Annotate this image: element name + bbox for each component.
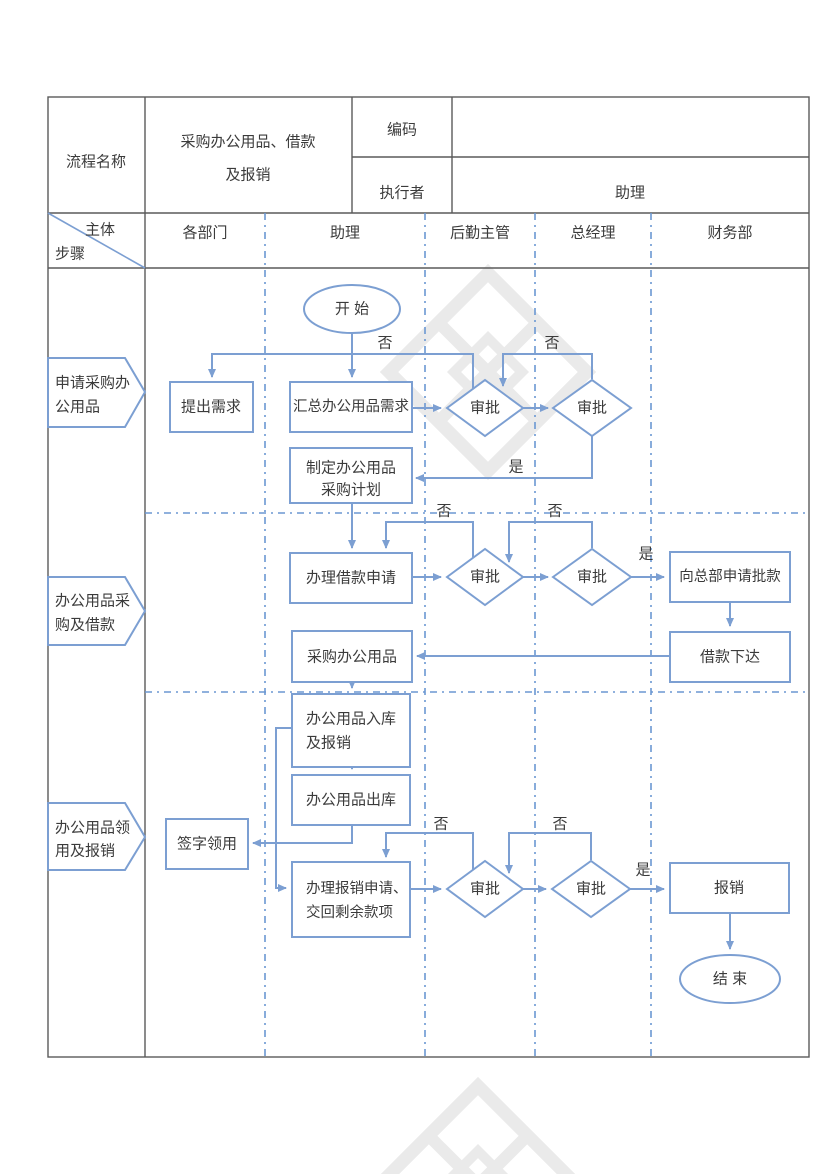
edges xyxy=(208,333,734,950)
row-label-purchase-loan-line1: 办公用品采 xyxy=(55,593,130,610)
node-hq-request-label: 向总部申请批款 xyxy=(679,568,781,585)
row-label-requisition: 办公用品领 用及报销 xyxy=(47,802,147,871)
node-approval-5-label: 审批 xyxy=(470,881,500,898)
edge-label-no-5: 否 xyxy=(433,816,448,833)
executor-label: 执行者 xyxy=(379,185,424,202)
lane-header-assistant: 助理 xyxy=(330,225,360,242)
node-plan-label-line2: 采购计划 xyxy=(321,482,381,499)
node-end: 结 束 xyxy=(679,954,781,1004)
node-plan-label-line1: 制定办公用品 xyxy=(306,460,396,477)
lane-header-logistics: 后勤主管 xyxy=(450,225,510,242)
node-end-label: 结 束 xyxy=(713,971,747,988)
row-label-apply: 申请采购办 公用品 xyxy=(47,357,147,428)
node-outbound: 办公用品出库 xyxy=(291,774,411,826)
node-raise-demand-label: 提出需求 xyxy=(181,399,241,416)
node-approval-3: 审批 xyxy=(445,547,525,607)
node-reimburse-label: 报销 xyxy=(714,880,744,897)
node-start-label: 开 始 xyxy=(335,301,369,318)
node-approval-5: 审批 xyxy=(445,859,525,919)
code-label: 编码 xyxy=(387,122,417,139)
edge-outbound-to-sign xyxy=(252,825,353,847)
node-hq-request: 向总部申请批款 xyxy=(669,551,791,603)
node-reimburse: 报销 xyxy=(669,862,790,914)
node-approval-4-label: 审批 xyxy=(577,569,607,586)
edge-label-no-6: 否 xyxy=(552,816,567,833)
node-summarize: 汇总办公用品需求 xyxy=(289,381,413,433)
executor-value: 助理 xyxy=(615,185,645,202)
row-label-purchase-loan-line2: 购及借款 xyxy=(55,617,115,634)
node-start: 开 始 xyxy=(303,284,401,334)
lane-header-departments: 各部门 xyxy=(182,225,227,242)
node-reimb-request-label-line1: 办理报销申请、 xyxy=(306,880,408,897)
edge-no-approval4-return xyxy=(505,521,593,563)
node-loan-issue-label: 借款下达 xyxy=(700,649,760,666)
node-purchase-label: 采购办公用品 xyxy=(307,649,397,666)
node-approval-6-label: 审批 xyxy=(576,881,606,898)
node-approval-1: 审批 xyxy=(445,378,525,438)
edge-label-yes-2: 是 xyxy=(638,546,653,563)
edge-no-approval3-return xyxy=(382,521,474,558)
edge-label-yes-3: 是 xyxy=(635,862,650,879)
watermark-top xyxy=(379,263,597,481)
row-label-apply-line2: 公用品 xyxy=(55,399,100,416)
row-label-requisition-line2: 用及报销 xyxy=(55,843,115,860)
row-label-purchase-loan: 办公用品采 购及借款 xyxy=(47,576,147,646)
node-approval-3-label: 审批 xyxy=(470,569,500,586)
process-name-value-line2: 及报销 xyxy=(225,167,270,184)
node-sign-label: 签字领用 xyxy=(177,836,237,853)
edge-yes-to-plan xyxy=(415,436,593,482)
row-label-apply-line1: 申请采购办 xyxy=(55,375,130,392)
node-inbound: 办公用品入库 及报销 xyxy=(291,693,411,768)
edge-label-no-3: 否 xyxy=(436,503,451,520)
lane-header-finance: 财务部 xyxy=(707,225,752,242)
node-purchase: 采购办公用品 xyxy=(291,630,413,683)
corner-label-subject: 主体 xyxy=(85,222,115,239)
node-approval-1-label: 审批 xyxy=(470,400,500,417)
lane-dividers xyxy=(145,213,809,1057)
edge-label-yes-1: 是 xyxy=(508,459,523,476)
node-approval-2: 审批 xyxy=(551,378,633,438)
node-plan: 制定办公用品 采购计划 xyxy=(289,447,413,504)
node-inbound-label-line2: 及报销 xyxy=(306,735,351,752)
edge-inbound-to-reimb-request xyxy=(275,727,292,892)
edge-label-no-4: 否 xyxy=(547,503,562,520)
node-raise-demand: 提出需求 xyxy=(169,381,254,433)
node-outbound-label: 办公用品出库 xyxy=(306,792,396,809)
node-inbound-label-line1: 办公用品入库 xyxy=(306,711,396,728)
edge-label-no-2: 否 xyxy=(544,335,559,352)
table-header: 流程名称 采购办公用品、借款 及报销 编码 执行者 助理 主体 步骤 各部门 助… xyxy=(55,122,753,263)
edge-labels: 否 否 是 否 否 是 否 否 是 xyxy=(377,335,653,879)
process-name-label: 流程名称 xyxy=(66,154,126,171)
node-approval-4: 审批 xyxy=(551,547,633,607)
node-summarize-label: 汇总办公用品需求 xyxy=(293,398,409,415)
edge-no-approval2-return xyxy=(499,353,593,387)
corner-diagonal-line xyxy=(47,212,146,269)
node-sign: 签字领用 xyxy=(165,818,249,870)
edge-no-approval6-return xyxy=(505,832,592,874)
node-loan-request-label: 办理借款申请 xyxy=(306,570,396,587)
node-loan-request: 办理借款申请 xyxy=(289,552,413,604)
corner-label-steps: 步骤 xyxy=(55,246,85,263)
node-approval-2-label: 审批 xyxy=(577,400,607,417)
lane-header-gm: 总经理 xyxy=(570,225,615,242)
node-reimb-request: 办理报销申请、 交回剩余款项 xyxy=(291,861,411,938)
edge-label-no-1: 否 xyxy=(377,335,392,352)
node-loan-issue: 借款下达 xyxy=(669,631,791,683)
watermark-bottom xyxy=(369,1076,587,1174)
row-label-requisition-line1: 办公用品领 xyxy=(55,820,130,837)
process-name-value-line1: 采购办公用品、借款 xyxy=(180,134,315,151)
node-reimb-request-label-line2: 交回剩余款项 xyxy=(306,903,393,921)
edge-no-approval5-return xyxy=(382,832,474,870)
edge-no-approval1-return xyxy=(208,353,474,389)
node-approval-6: 审批 xyxy=(550,859,632,919)
